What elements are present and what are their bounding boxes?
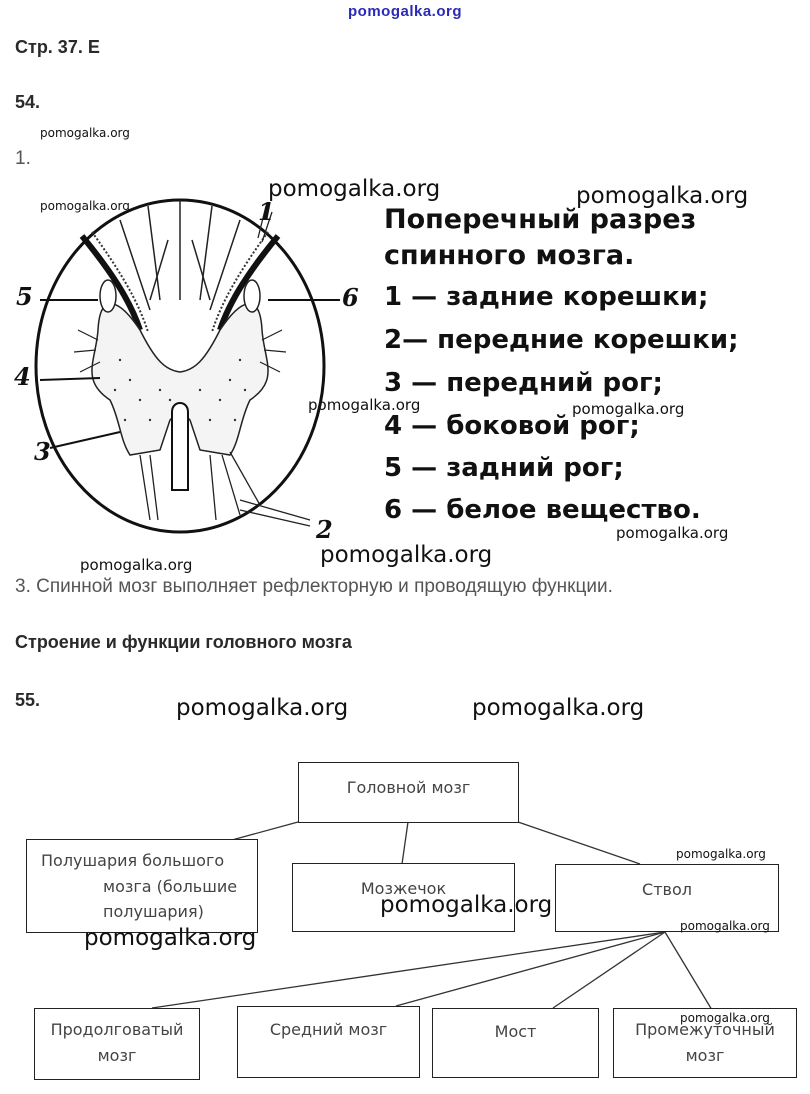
scheme-brainstem: Ствол: [555, 864, 779, 932]
legend-item: 5 — задний рог;: [384, 453, 624, 483]
scheme-medulla-line: мозг: [97, 1045, 137, 1065]
legend-item: 3 — передний рог;: [384, 368, 663, 398]
watermark: pomogalka.org: [680, 919, 770, 933]
grey-matter-dots: [113, 358, 247, 422]
figure-label-3: 3: [34, 437, 51, 466]
lateral-horn-fringe: [73, 329, 287, 373]
white-matter-lines: [119, 200, 241, 311]
watermark: pomogalka.org: [676, 847, 766, 861]
posterior-horn-stripes: [79, 234, 281, 331]
watermark: pomogalka.org: [268, 176, 441, 202]
legend-item: 4 — боковой рог;: [384, 411, 640, 441]
scheme-cerebellum-label: Мозжечок: [360, 879, 447, 898]
scheme-hemispheres-line: полушария): [103, 902, 204, 922]
scheme-pons-label: Мост: [494, 1022, 537, 1041]
figure-label-4: 4: [14, 362, 31, 391]
task-54-item-1: 1.: [15, 148, 31, 169]
site-top-link[interactable]: pomogalka.org: [348, 3, 463, 20]
scheme-pons: Мост: [432, 1008, 599, 1078]
label-pointers: [39, 299, 340, 449]
watermark: pomogalka.org: [320, 542, 493, 568]
legend-item: 2— передние корешки;: [384, 325, 739, 355]
legend-item: 6 — белое вещество.: [384, 495, 701, 525]
watermark: pomogalka.org: [84, 925, 257, 951]
watermark: pomogalka.org: [472, 695, 645, 721]
scheme-hemispheres-line: Полушария большого: [41, 851, 225, 870]
watermark: pomogalka.org: [616, 524, 729, 542]
scheme-midbrain: Средний мозг: [237, 1006, 420, 1078]
watermark: pomogalka.org: [576, 183, 749, 209]
page-title: Стр. 37. Е: [15, 37, 100, 57]
legend-title-line-1: Поперечный разрез: [384, 204, 697, 235]
posterior-roots: [257, 205, 273, 243]
scheme-connectors: [151, 821, 713, 1011]
watermark: pomogalka.org: [308, 396, 421, 414]
task-54-item-3: 3. Спинной мозг выполняет рефлекторную и…: [15, 576, 613, 597]
scheme-root-brain: Головной мозг: [298, 762, 519, 823]
anterior-roots: [139, 451, 311, 527]
legend-item: 1 — задние корешки;: [384, 282, 709, 312]
scheme-medulla-line: Продолговатый: [50, 1020, 184, 1039]
task-54-number: 54.: [15, 92, 41, 112]
scheme-hemispheres-line: мозга (большие: [103, 876, 238, 896]
watermark: pomogalka.org: [680, 1011, 770, 1025]
watermark: pomogalka.org: [40, 126, 130, 140]
scheme-medulla: Продолговатый мозг: [34, 1008, 200, 1080]
figure-label-2: 2: [315, 515, 333, 544]
scheme-midbrain-label: Средний мозг: [269, 1020, 388, 1039]
scheme-diencephalon-line: Промежуточный: [635, 1020, 775, 1039]
watermark: pomogalka.org: [176, 695, 349, 721]
watermark: pomogalka.org: [80, 556, 193, 574]
scheme-root-label: Головной мозг: [346, 778, 471, 797]
anterior-fissure: [171, 402, 189, 491]
scheme-hemispheres: Полушария большого мозга (большие полуша…: [26, 839, 258, 933]
task-55-number: 55.: [15, 690, 41, 710]
watermark: pomogalka.org: [380, 892, 553, 918]
figure-label-6: 6: [342, 283, 359, 312]
watermark: pomogalka.org: [572, 400, 685, 418]
figure-label-1: 1: [258, 197, 275, 226]
figure-label-5: 5: [16, 282, 33, 311]
scheme-cerebellum: Мозжечок: [292, 863, 515, 932]
legend-title-line-2: спинного мозга.: [384, 240, 635, 271]
scheme-diencephalon-line: мозг: [685, 1045, 725, 1065]
watermark: pomogalka.org: [40, 199, 130, 213]
scheme-brainstem-label: Ствол: [642, 880, 692, 899]
scheme-diencephalon: Промежуточный мозг: [613, 1008, 797, 1078]
section-title: Строение и функции головного мозга: [15, 632, 352, 652]
grey-matter: [91, 303, 269, 456]
